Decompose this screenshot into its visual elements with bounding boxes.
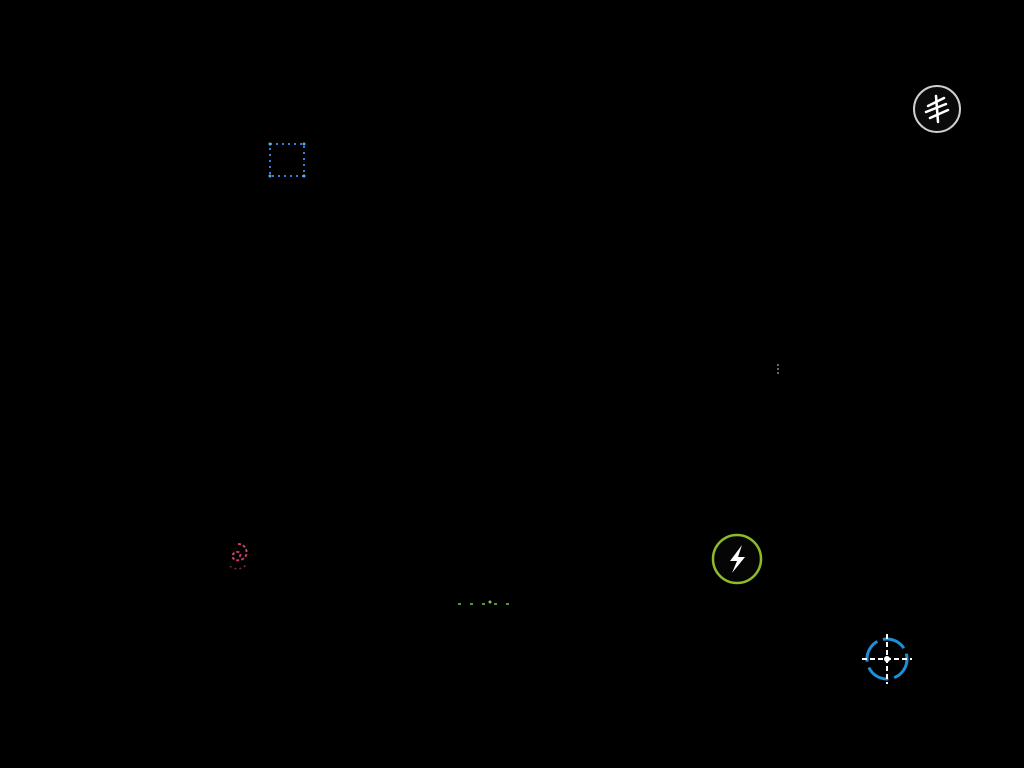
swirl-icon <box>229 543 248 570</box>
dotted-square-icon <box>268 142 306 178</box>
crosshair-icon <box>862 634 912 684</box>
pinwheel-icon <box>913 85 961 133</box>
lightning-circle-icon[interactable] <box>708 530 766 588</box>
dash-icon <box>458 600 514 605</box>
dot-icon <box>777 364 779 374</box>
